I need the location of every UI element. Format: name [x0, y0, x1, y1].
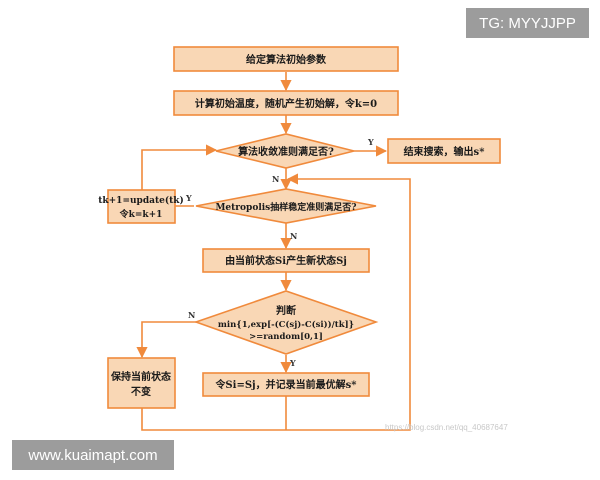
node-update-line2: 令k=k+1 [119, 208, 163, 220]
edge-label-metropolis-no: N [290, 231, 297, 241]
node-init-temp-text: 计算初始温度，随机产生初始解，令k=0 [195, 97, 377, 110]
watermark-tag: TG: MYYJJPP [466, 8, 589, 38]
watermark-blog: https://blog.csdn.net/qq_40687647 [385, 423, 508, 432]
edge-label-judge-yes: Y [289, 358, 296, 368]
node-judge-line1: 判断 [276, 304, 296, 317]
node-accept-text: 令Si=Sj，并记录当前最优解s* [214, 378, 357, 391]
node-end-text: 结束搜索，输出s* [404, 145, 486, 158]
edge-judge-no [136, 321, 196, 359]
node-metropolis-text: Metropolis抽样稳定准则满足否? [215, 201, 356, 213]
node-update-line1: tk+1=update(tk) [98, 195, 184, 206]
edge-label-converge-yes: Y [367, 137, 374, 147]
node-keep-state: 保持当前状态 不变 [107, 357, 176, 409]
node-update-temp: tk+1=update(tk) 令k=k+1 [98, 189, 184, 224]
edge-label-judge-no: N [188, 310, 195, 320]
node-new-state: 由当前状态Si产生新状态Sj [202, 248, 370, 273]
node-converge-text: 算法收敛准则满足否? [237, 145, 334, 158]
node-init-params: 给定算法初始参数 [173, 46, 399, 72]
node-metropolis-decision: Metropolis抽样稳定准则满足否? [195, 188, 377, 224]
node-new-state-text: 由当前状态Si产生新状态Sj [225, 254, 347, 267]
node-init-temp: 计算初始温度，随机产生初始解，令k=0 [173, 90, 399, 116]
edge-update-to-converge [141, 144, 218, 190]
edge-loop-keep [141, 408, 286, 431]
node-init-params-text: 给定算法初始参数 [246, 53, 327, 66]
node-accept: 令Si=Sj，并记录当前最优解s* [202, 372, 370, 397]
edge-loop-back [286, 173, 411, 431]
node-converge-decision: 算法收敛准则满足否? [215, 133, 355, 169]
edge-label-metropolis-yes: Y [185, 193, 192, 203]
node-judge-line3: >=random[0,1] [249, 332, 323, 342]
edge-label-converge-no: N [272, 174, 279, 184]
node-keep-line2: 不变 [131, 385, 151, 398]
watermark-url: www.kuaimapt.com [12, 440, 174, 470]
node-end: 结束搜索，输出s* [387, 138, 501, 164]
node-judge-line2: min{1,exp[-(C(sj)-C(si))/tk]} [218, 319, 354, 330]
node-judge-decision: 判断 min{1,exp[-(C(sj)-C(si))/tk]} >=rando… [193, 290, 379, 355]
node-keep-line1: 保持当前状态 [110, 370, 171, 383]
